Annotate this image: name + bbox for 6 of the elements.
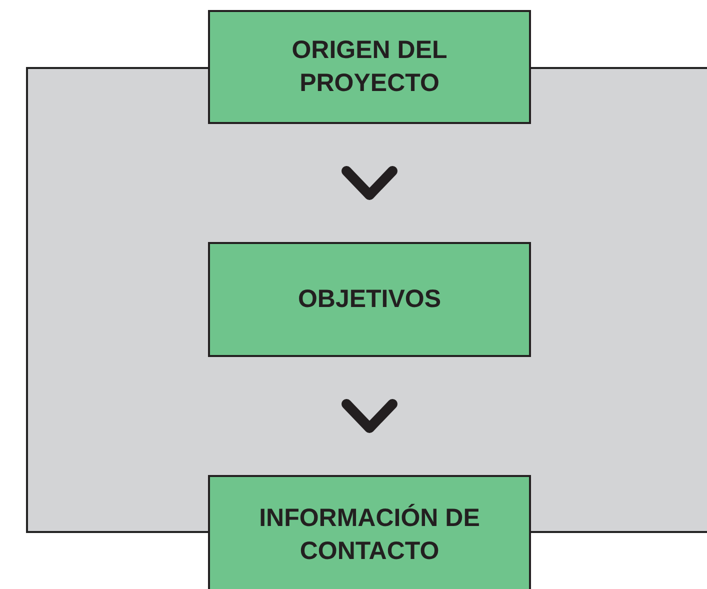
box-title: OBJETIVOS [298,284,442,315]
process-box [208,475,531,589]
process-box [208,242,531,357]
box-title: INFORMACIÓN DE CONTACTO [258,502,481,567]
process-box [208,10,531,124]
box-title: ORIGEN DEL PROYECTO [290,35,448,99]
